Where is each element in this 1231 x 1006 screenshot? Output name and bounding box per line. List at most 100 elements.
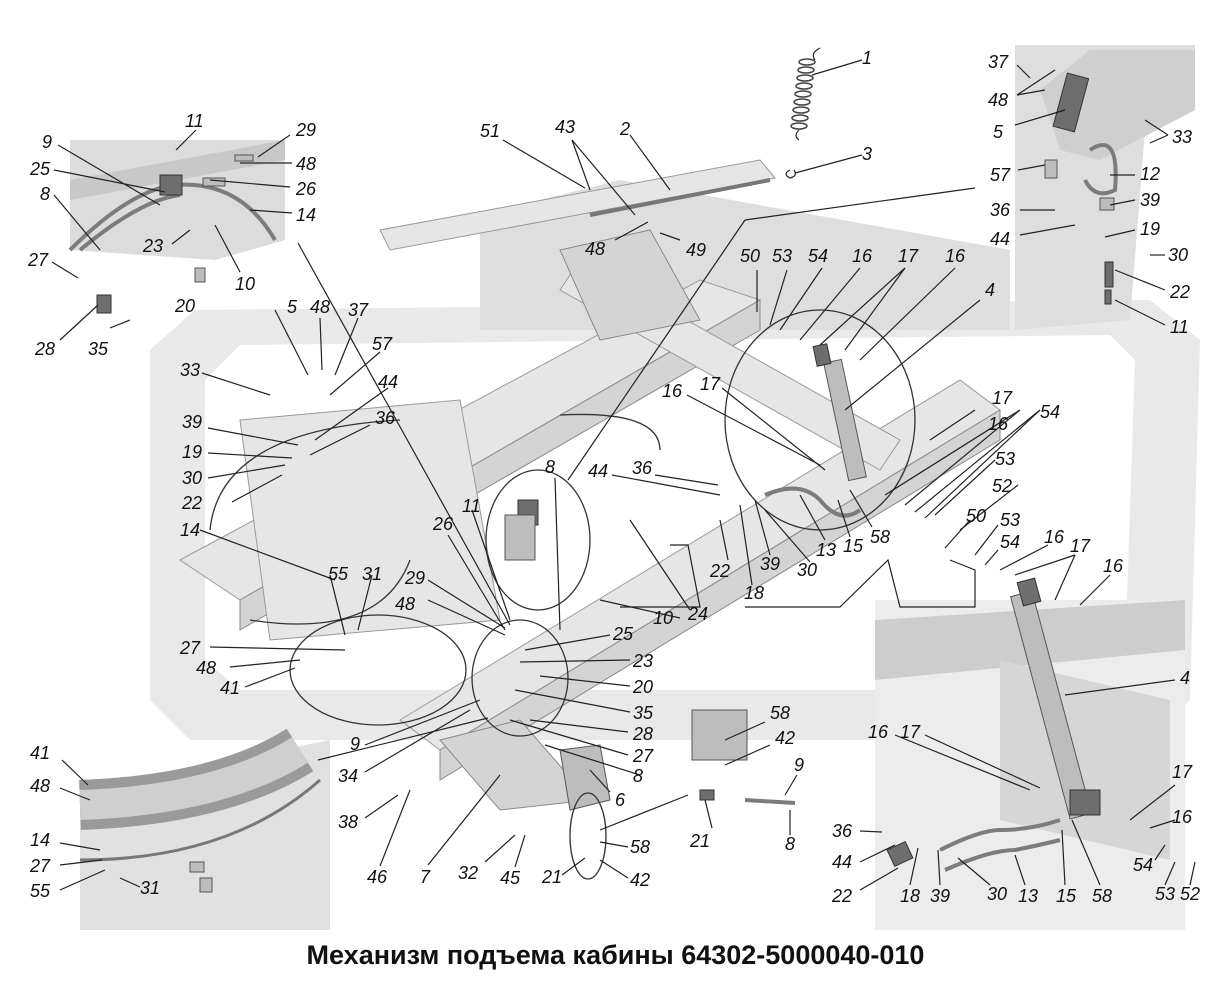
callout-57: 57 (372, 334, 393, 354)
callout-30: 30 (987, 884, 1007, 904)
callout-36: 36 (990, 200, 1011, 220)
callout-1: 1 (862, 48, 872, 68)
callout-36: 36 (375, 408, 396, 428)
callout-25: 25 (612, 624, 634, 644)
callout-54: 54 (1000, 532, 1020, 552)
callout-28: 28 (34, 339, 55, 359)
callout-19: 19 (1140, 219, 1160, 239)
callout-44: 44 (832, 852, 852, 872)
callout-26: 26 (432, 514, 454, 534)
callout-58: 58 (770, 703, 790, 723)
pump-detail (504, 499, 539, 561)
callout-29: 29 (404, 568, 425, 588)
callout-20: 20 (632, 677, 653, 697)
bracket-parts (439, 709, 796, 811)
callout-21: 21 (689, 831, 710, 851)
callout-48: 48 (30, 776, 50, 796)
callout-48: 48 (395, 594, 415, 614)
callout-17: 17 (1172, 762, 1193, 782)
callout-37: 37 (348, 300, 369, 320)
stabilizer-bar (379, 159, 776, 251)
callout-27: 27 (179, 638, 201, 658)
callout-12: 12 (1140, 164, 1160, 184)
callout-17: 17 (900, 722, 921, 742)
callout-20: 20 (174, 296, 195, 316)
callout-13: 13 (1018, 886, 1038, 906)
callout-16: 16 (988, 414, 1009, 434)
inset-bottom-left (79, 728, 330, 930)
callout-23: 23 (632, 651, 653, 671)
callout-44: 44 (990, 229, 1010, 249)
callout-5: 5 (993, 122, 1004, 142)
callout-18: 18 (900, 886, 920, 906)
callout-53: 53 (1000, 510, 1020, 530)
callout-17: 17 (1070, 536, 1091, 556)
callout-16: 16 (662, 381, 683, 401)
callout-14: 14 (296, 205, 316, 225)
callout-58: 58 (630, 837, 650, 857)
callout-14: 14 (30, 830, 50, 850)
callout-16: 16 (945, 246, 966, 266)
callout-9: 9 (350, 734, 360, 754)
callout-11: 11 (1170, 317, 1189, 337)
callout-8: 8 (40, 184, 50, 204)
callout-30: 30 (797, 560, 817, 580)
callout-4: 4 (985, 280, 995, 300)
callout-33: 33 (180, 360, 200, 380)
callout-22: 22 (831, 886, 852, 906)
callout-4: 4 (1180, 668, 1190, 688)
callout-24: 24 (687, 604, 708, 624)
callout-39: 39 (760, 554, 780, 574)
callout-15: 15 (1056, 886, 1077, 906)
callout-27: 27 (29, 856, 51, 876)
callout-31: 31 (140, 878, 160, 898)
callout-17: 17 (898, 246, 919, 266)
callout-19: 19 (182, 442, 202, 462)
callout-11: 11 (185, 111, 204, 131)
callout-5: 5 (287, 297, 298, 317)
callout-22: 22 (181, 493, 202, 513)
callout-46: 46 (367, 867, 388, 887)
callout-44: 44 (588, 461, 608, 481)
callout-55: 55 (328, 564, 349, 584)
callout-16: 16 (1044, 527, 1065, 547)
callout-48: 48 (988, 90, 1008, 110)
callout-34: 34 (338, 766, 358, 786)
callout-25: 25 (29, 159, 51, 179)
callout-6: 6 (615, 790, 626, 810)
callout-8: 8 (545, 457, 555, 477)
callout-16: 16 (852, 246, 873, 266)
callout-10: 10 (653, 608, 673, 628)
callout-36: 36 (832, 821, 853, 841)
callout-58: 58 (870, 527, 890, 547)
callout-52: 52 (992, 476, 1012, 496)
callout-23: 23 (142, 236, 163, 256)
callout-9: 9 (794, 755, 804, 775)
callout-53: 53 (1155, 884, 1175, 904)
callout-8: 8 (633, 766, 643, 786)
callout-14: 14 (180, 520, 200, 540)
callout-16: 16 (1172, 807, 1193, 827)
callout-54: 54 (1133, 855, 1153, 875)
callout-22: 22 (1169, 282, 1190, 302)
callout-16: 16 (1103, 556, 1124, 576)
callout-39: 39 (930, 886, 950, 906)
callout-33: 33 (1172, 127, 1192, 147)
callout-21: 21 (541, 867, 562, 887)
callout-58: 58 (1092, 886, 1112, 906)
callout-27: 27 (632, 746, 654, 766)
callout-22: 22 (709, 561, 730, 581)
callout-7: 7 (420, 867, 431, 887)
callout-54: 54 (808, 246, 828, 266)
callout-13: 13 (816, 540, 836, 560)
callout-48: 48 (585, 239, 605, 259)
callout-35: 35 (88, 339, 109, 359)
callout-15: 15 (843, 536, 864, 556)
callout-53: 53 (995, 449, 1015, 469)
callout-2: 2 (619, 119, 630, 139)
callout-43: 43 (555, 117, 575, 137)
diagram-svg: 1 2 3 51 43 48 49 11 29 48 26 9 25 8 14 … (27, 45, 1200, 930)
callout-17: 17 (992, 388, 1013, 408)
callout-29: 29 (295, 120, 316, 140)
callout-30: 30 (182, 468, 202, 488)
